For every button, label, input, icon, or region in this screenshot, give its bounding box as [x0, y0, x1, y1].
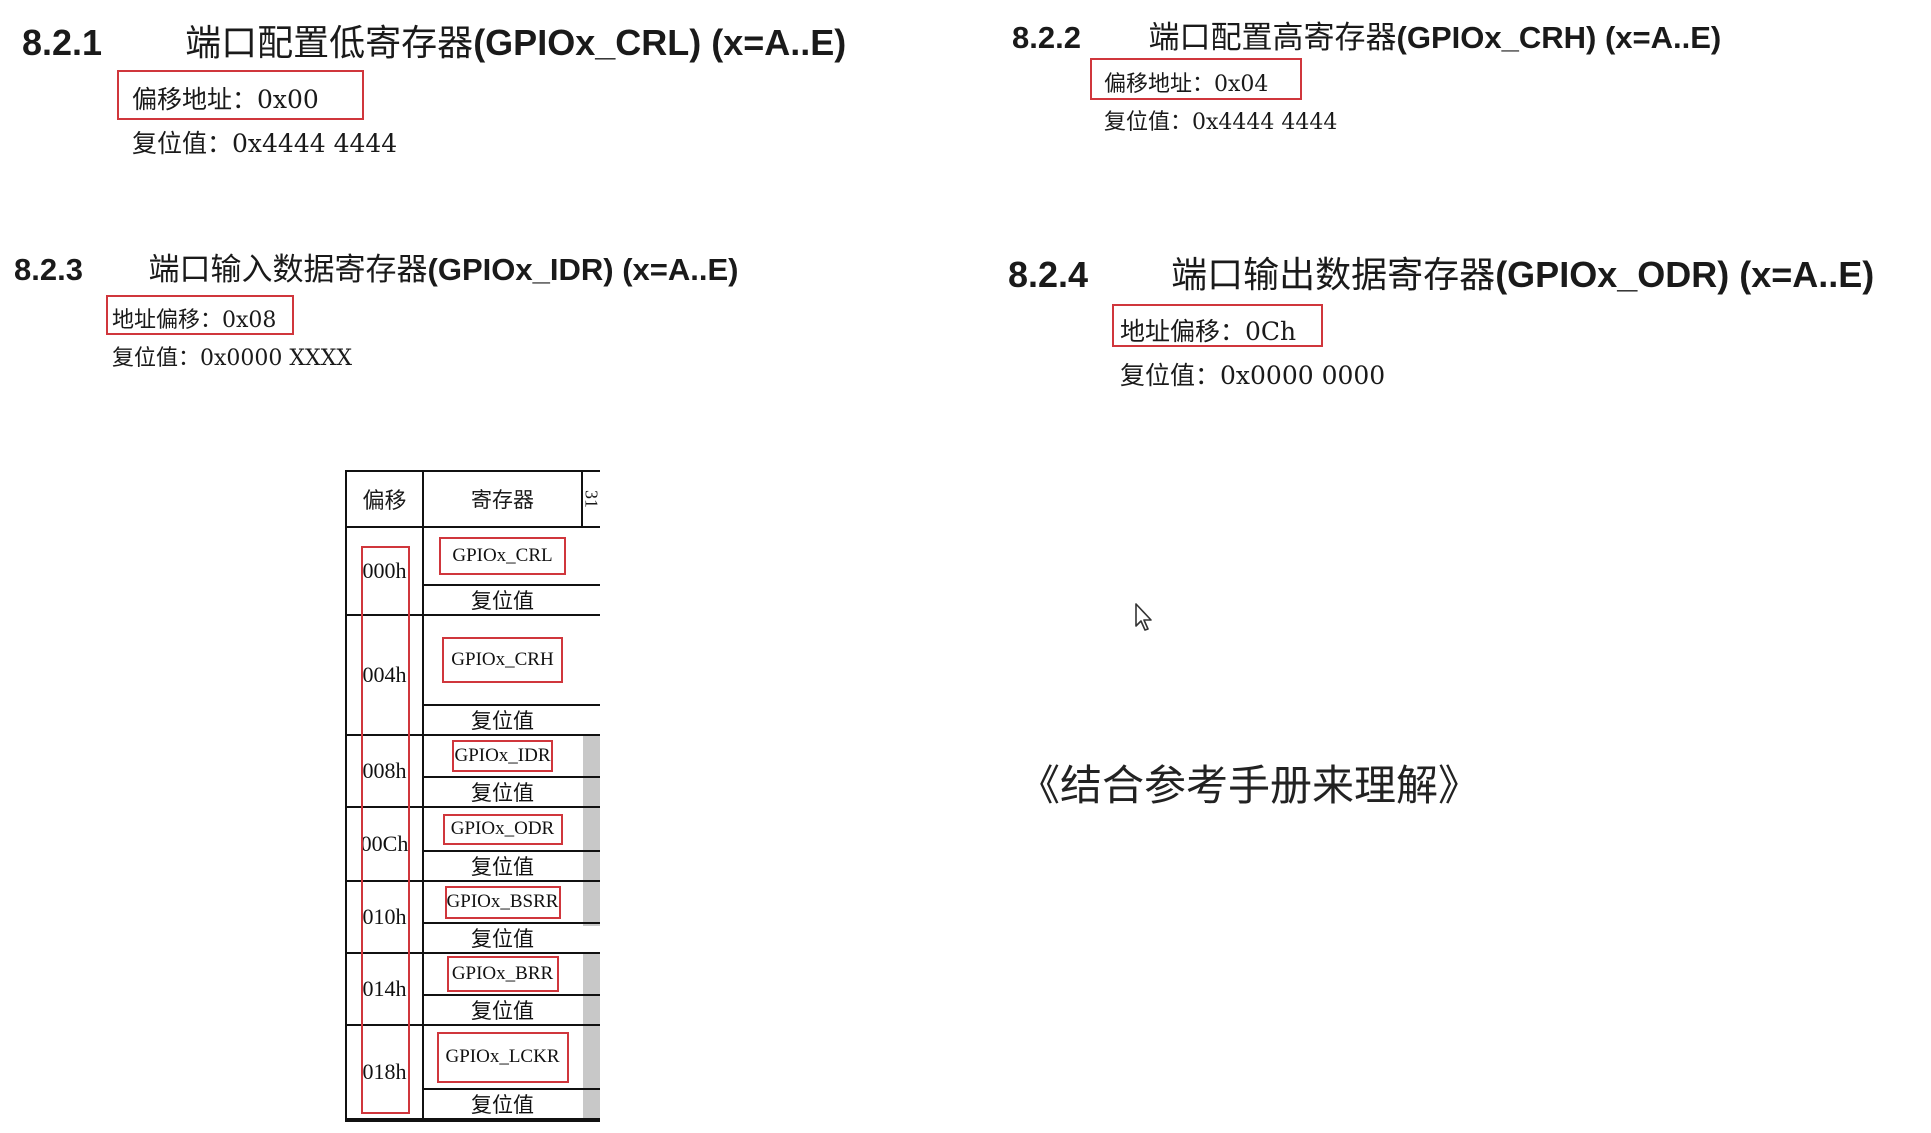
register-name-cell: GPIOx_CRL: [452, 545, 553, 566]
offset-address: 偏移地址：0x00: [132, 85, 319, 114]
reset-label-cell: 复位值: [471, 589, 534, 613]
offset-cell: 014h: [362, 976, 407, 1001]
section-number: 8.2.2: [1012, 20, 1081, 55]
mouse-cursor-icon: [1135, 603, 1152, 631]
section-number: 8.2.3: [14, 252, 83, 287]
offset-address: 偏移地址：0x04: [1104, 72, 1269, 97]
reset-label-cell: 复位值: [471, 999, 534, 1023]
section-title-en: (GPIOx_CRL) (x=A..E): [473, 22, 847, 63]
section-number: 8.2.4: [1008, 254, 1089, 295]
register-highlight-box: [452, 740, 553, 772]
section-8-2-3-title: 8.2.3 端口输入数据寄存器(GPIOx_IDR) (x=A..E): [14, 244, 738, 289]
register-name-cell: GPIOx_LCKR: [445, 1046, 560, 1067]
highlight-box: [1112, 304, 1323, 347]
section-8-2-1-title: 8.2.1 端口配置低寄存器(GPIOx_CRL) (x=A..E): [22, 14, 846, 66]
offset-address: 地址偏移：0Ch: [1120, 317, 1297, 346]
section-number: 8.2.1: [22, 22, 103, 63]
reset-value: 复位值：0x4444 4444: [1104, 110, 1338, 135]
section-title-en: (GPIOx_ODR) (x=A..E): [1495, 254, 1875, 295]
section-title-cn: 端口输入数据寄存器: [148, 252, 428, 288]
register-highlight-box: [436, 1031, 569, 1083]
section-title-en: (GPIOx_CRH) (x=A..E): [1396, 20, 1722, 55]
section-title-cn: 端口配置低寄存器: [185, 23, 474, 64]
reset-label-cell: 复位值: [471, 927, 534, 951]
offset-cell: 008h: [362, 758, 407, 783]
register-name-cell: GPIOx_IDR: [454, 745, 551, 766]
offset-cell: 000h: [362, 558, 407, 583]
offset-cell: 00Ch: [360, 831, 409, 856]
register-highlight-box: [442, 637, 563, 683]
section-title-cn: 端口配置高寄存器: [1148, 20, 1397, 56]
reset-value: 复位值：0x4444 4444: [132, 129, 398, 158]
section-title-en: (GPIOx_IDR) (x=A..E): [427, 252, 739, 287]
register-name-cell: GPIOx_CRH: [451, 649, 554, 670]
register-highlight-box: [442, 813, 563, 845]
register-name-cell: GPIOx_BRR: [451, 963, 554, 984]
offset-cell: 018h: [362, 1059, 407, 1084]
section-title-cn: 端口输出数据寄存器: [1171, 255, 1496, 296]
header-register: 寄存器: [471, 488, 534, 512]
header-offset: 偏移: [362, 489, 407, 514]
note-text: 《结合参考手册来理解》: [1018, 761, 1481, 810]
register-name-cell: GPIOx_ODR: [450, 818, 555, 839]
register-highlight-box: [439, 537, 566, 575]
reset-label-cell: 复位值: [471, 781, 534, 805]
reset-label-cell: 复位值: [471, 1093, 534, 1117]
reset-label-cell: 复位值: [471, 709, 534, 733]
offset-cell: 010h: [362, 904, 407, 929]
header-bit: 31: [582, 490, 602, 508]
highlight-box: [117, 70, 364, 120]
section-8-2-2-title: 8.2.2 端口配置高寄存器(GPIOx_CRH) (x=A..E): [1012, 12, 1721, 57]
register-highlight-box: [446, 956, 559, 992]
reset-label-cell: 复位值: [471, 855, 534, 879]
reset-value: 复位值：0x0000 0000: [1120, 361, 1386, 390]
register-name-cell: GPIOx_BSRR: [446, 891, 559, 912]
register-map-table: 偏移 寄存器 31 000h GPIOx_CRL 复位值 004h GPIOx_CRH 复…: [345, 470, 602, 1122]
highlight-box: [1090, 58, 1302, 100]
offset-column-highlight: [361, 546, 410, 1114]
section-8-2-4-title: 8.2.4 端口输出数据寄存器(GPIOx_ODR) (x=A..E): [1008, 246, 1874, 298]
offset-cell: 004h: [362, 662, 407, 687]
offset-address: 地址偏移：0x08: [112, 308, 277, 333]
register-highlight-box: [444, 885, 561, 919]
highlight-box: [106, 295, 294, 335]
reset-value: 复位值：0x0000 XXXX: [112, 346, 353, 371]
